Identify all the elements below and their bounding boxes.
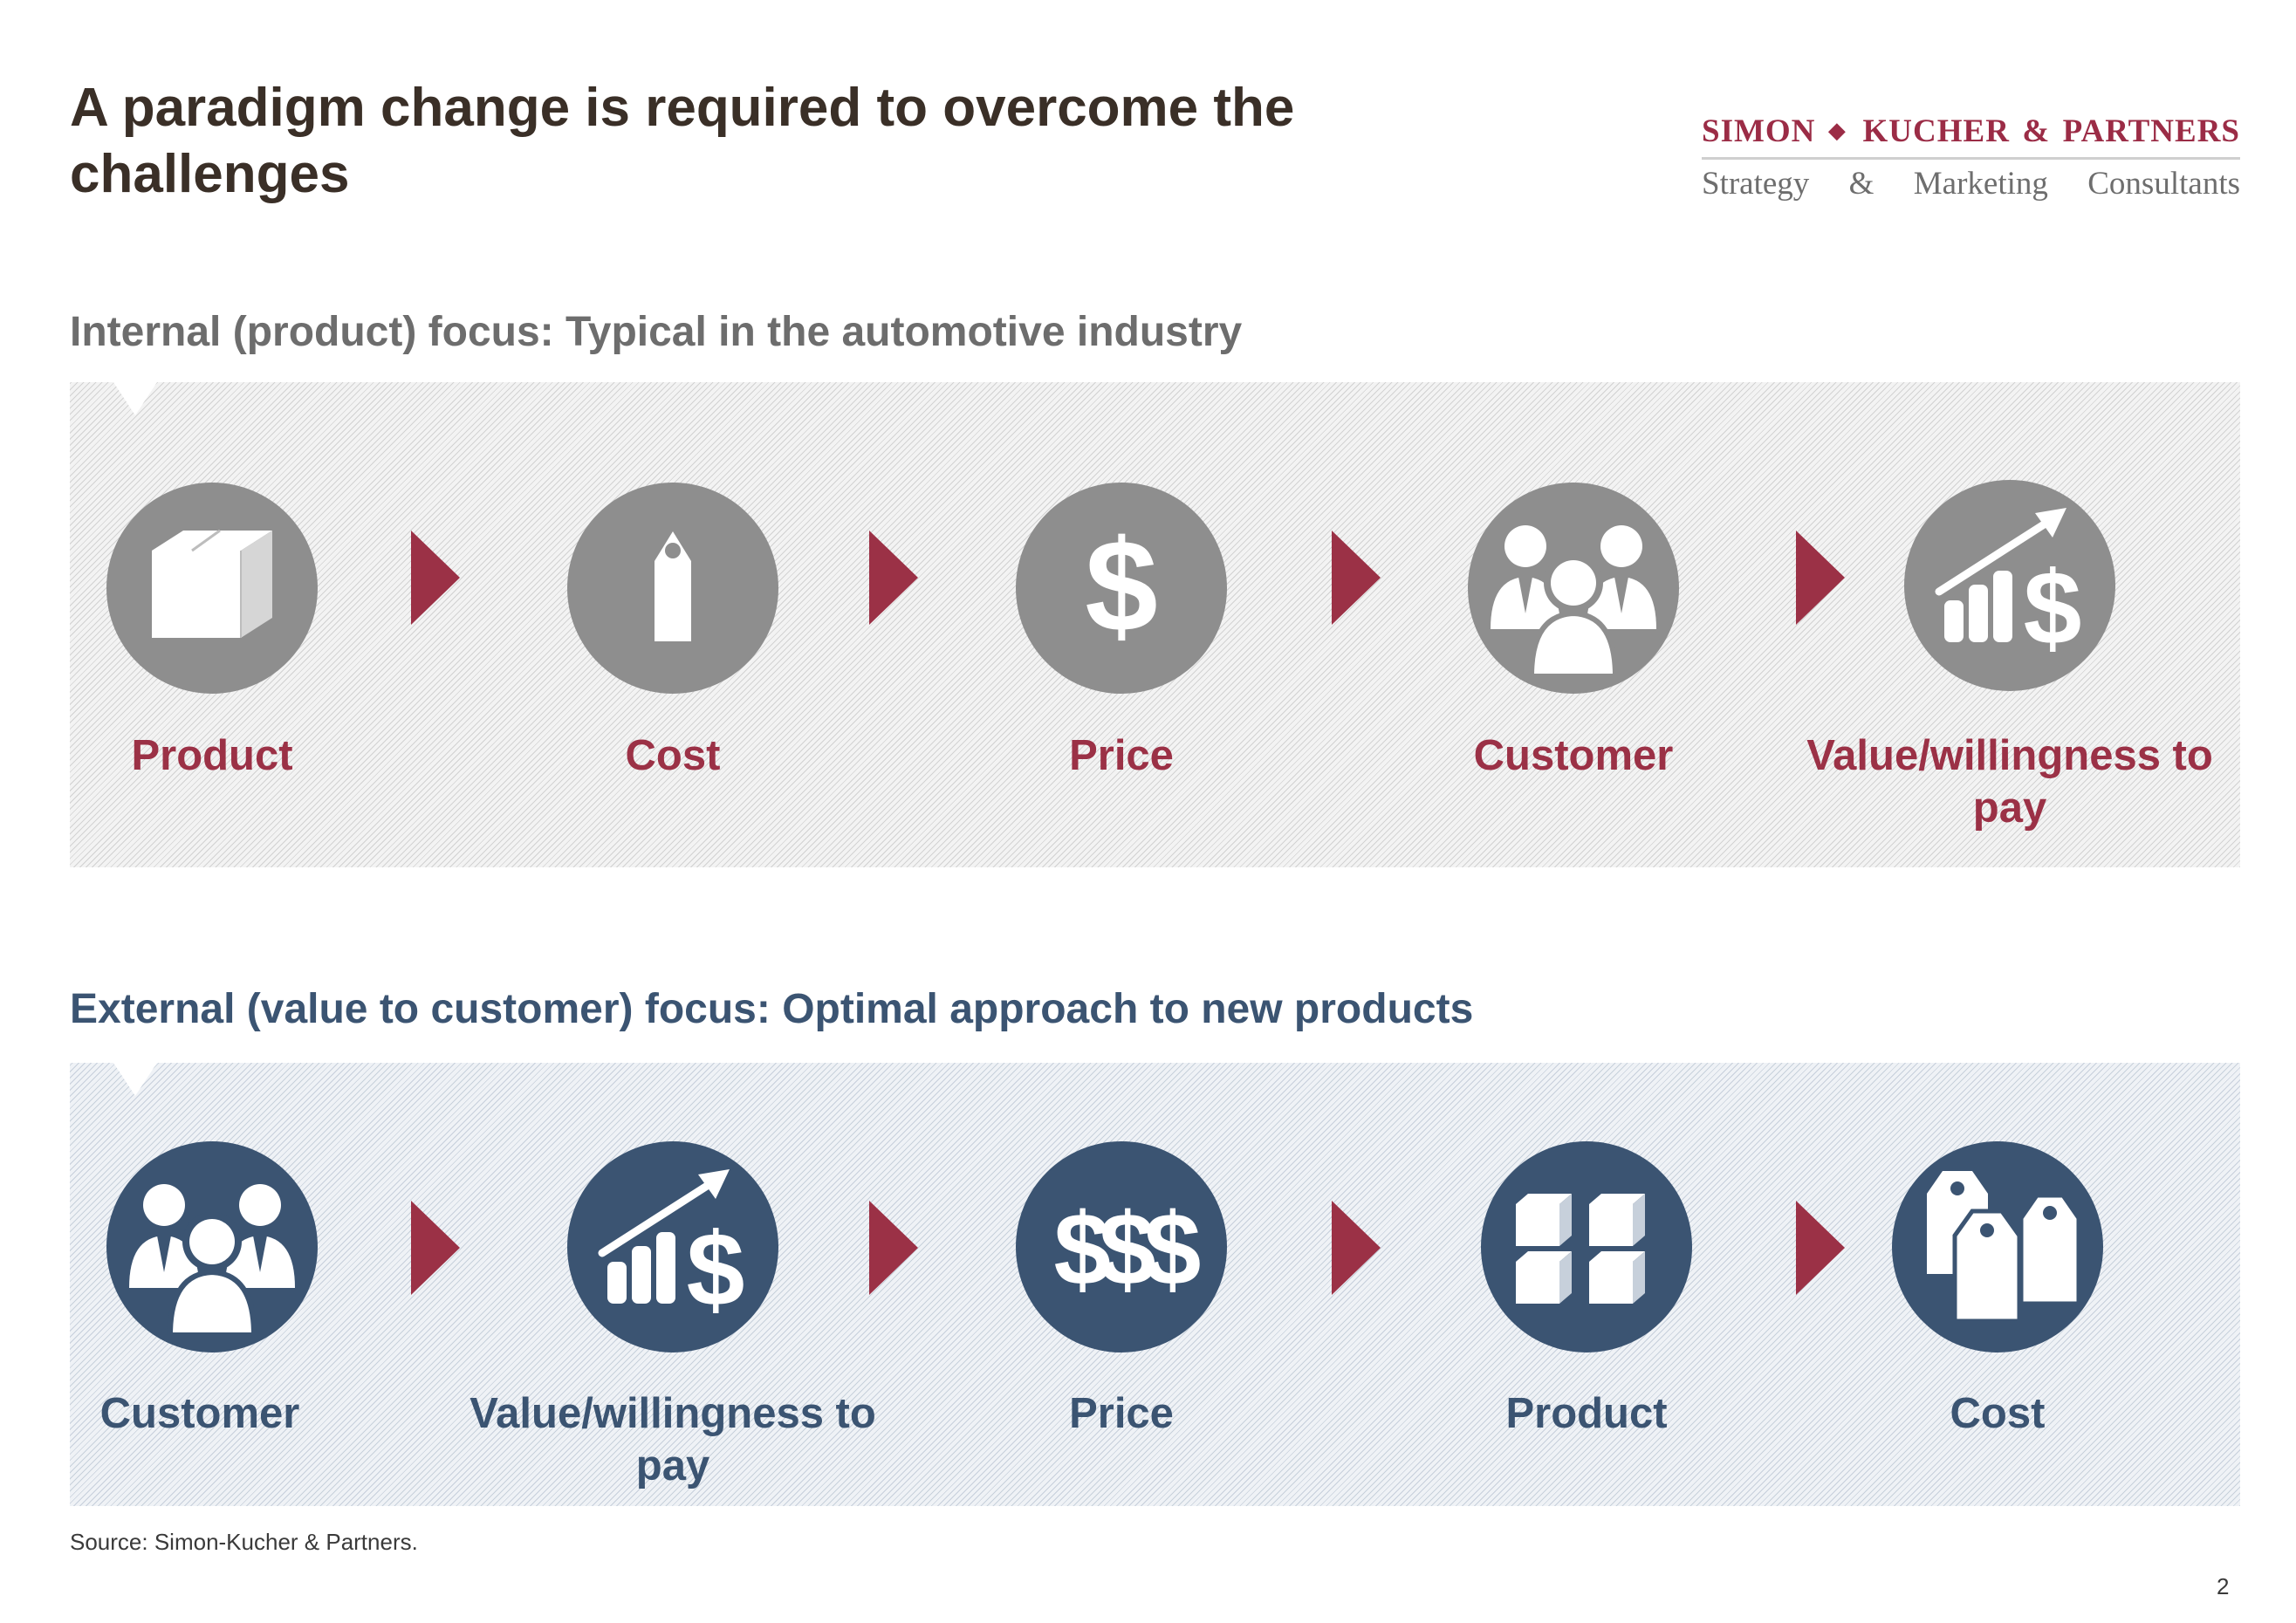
internal-step-product-label: Product — [131, 732, 293, 779]
external-focus-heading: External (value to customer) focus: Opti… — [70, 986, 1474, 1032]
page-title: A paradigm change is required to overcom… — [70, 78, 1295, 204]
internal-step-price-label: Price — [1069, 732, 1174, 779]
logo-wordmark: SIMON ◆ KUCHER & PARTNERS — [1702, 112, 2240, 151]
internal-step-cost-label: Cost — [625, 732, 721, 779]
external-step-price-label: Price — [1069, 1390, 1174, 1437]
internal-step-customer-label: Customer — [1473, 732, 1674, 779]
svg-text:$: $ — [1085, 512, 1157, 659]
triple-dollar-icon: $$$ — [1016, 1141, 1227, 1352]
page-number: 2 — [2217, 1573, 2230, 1599]
boxes-icon — [1481, 1141, 1692, 1352]
logo-diamond-icon: ◆ — [1827, 118, 1851, 143]
flow-arrow-icon — [411, 531, 460, 625]
flow-arrow-icon — [1796, 1201, 1845, 1295]
svg-text:$: $ — [687, 1211, 745, 1328]
internal-step-value-label: Value/willingness to pay — [1806, 732, 2213, 832]
flow-arrow-icon — [1796, 531, 1845, 625]
price-tag-icon — [567, 483, 778, 694]
external-step-product-label: Product — [1505, 1390, 1668, 1437]
flow-arrow-icon — [869, 531, 918, 625]
svg-text:$: $ — [2024, 550, 2082, 667]
source-note: Source: Simon-Kucher & Partners. — [70, 1529, 418, 1555]
logo-divider — [1702, 157, 2240, 160]
value-growth-icon: $ — [567, 1141, 778, 1352]
flow-arrow-icon — [869, 1201, 918, 1295]
dollar-icon: $ — [1016, 483, 1227, 694]
flow-arrow-icon — [1332, 531, 1381, 625]
flow-arrow-icon — [411, 1201, 460, 1295]
external-step-cost-label: Cost — [1950, 1390, 2046, 1437]
logo-name-right: KUCHER & PARTNERS — [1862, 113, 2241, 149]
people-icon — [106, 1141, 318, 1352]
box-icon — [106, 483, 318, 694]
company-logo: SIMON ◆ KUCHER & PARTNERS Strategy & Mar… — [1702, 112, 2240, 209]
people-icon — [1468, 483, 1679, 694]
flow-arrow-icon — [1332, 1201, 1381, 1295]
external-step-customer-label: Customer — [99, 1390, 300, 1437]
logo-tagline: Strategy & Marketing Consultants — [1702, 166, 2240, 202]
external-step-value-label: Value/willingness to pay — [469, 1390, 876, 1489]
logo-name-left: SIMON — [1702, 113, 1816, 149]
internal-focus-heading: Internal (product) focus: Typical in the… — [70, 309, 1243, 355]
svg-text:$$$: $$$ — [1054, 1192, 1200, 1307]
price-tags-icon — [1892, 1141, 2103, 1352]
value-growth-icon: $ — [1904, 480, 2115, 691]
